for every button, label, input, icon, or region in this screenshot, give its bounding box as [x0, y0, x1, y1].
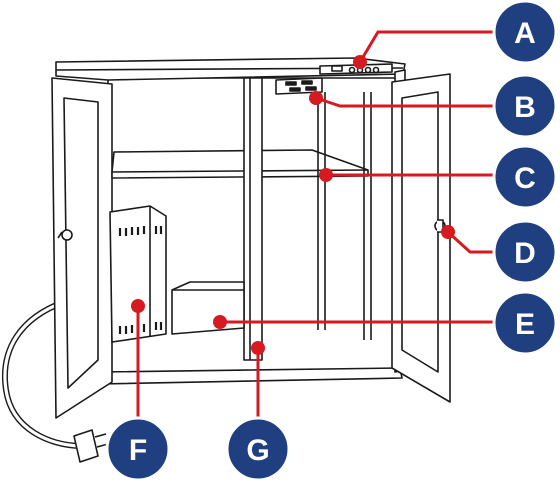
badge-g: G: [225, 416, 291, 482]
right-door-window: [401, 91, 439, 373]
leader-lines: [136, 30, 494, 424]
power-plug: [73, 429, 109, 463]
badge-b: B: [492, 73, 558, 139]
target-dots: [131, 55, 455, 355]
callout-badges: A B C D E F G: [105, 0, 558, 482]
badge-e: E: [492, 290, 558, 356]
dot-f: [131, 299, 145, 313]
dot-d: [441, 225, 455, 239]
control-panel: [319, 63, 393, 75]
leader-line-d: [446, 230, 494, 254]
badge-f: F: [105, 416, 171, 482]
left-door-window: [63, 97, 99, 389]
leader-line-b: [315, 96, 494, 108]
badge-g-letter: G: [246, 434, 269, 467]
badge-d-letter: D: [514, 237, 536, 270]
dot-e: [213, 315, 227, 329]
center-divider: [243, 77, 263, 361]
base-unit: [171, 281, 245, 335]
cabinet-line-art: [2, 57, 451, 463]
leader-line-a: [358, 30, 494, 63]
badge-a-letter: A: [514, 17, 536, 50]
dot-b: [309, 91, 323, 105]
badge-d: D: [492, 219, 558, 285]
badge-c: C: [492, 144, 558, 210]
badge-e-letter: E: [515, 308, 535, 341]
outlet-strip: [275, 77, 323, 95]
badge-b-letter: B: [514, 91, 536, 124]
badge-f-letter: F: [129, 434, 147, 467]
dot-g: [251, 341, 265, 355]
badge-c-letter: C: [514, 162, 536, 195]
power-supply: [109, 205, 167, 343]
dot-c: [319, 168, 333, 182]
badge-a: A: [492, 0, 558, 65]
left-door-lock: [57, 229, 73, 241]
dot-a: [353, 55, 367, 69]
